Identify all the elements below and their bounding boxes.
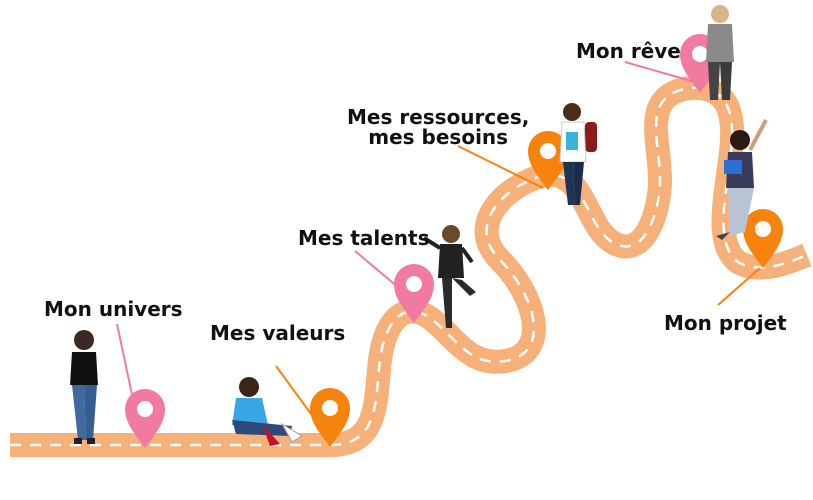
milestone-label-mes-valeurs: Mes valeurs [210,321,346,345]
leader-line-projet [717,267,761,306]
person-figure-icon [422,225,476,328]
person-figure-icon [232,377,303,446]
milestone-label-mon-reve: Mon rêve [576,39,681,63]
milestone-label-mon-univers: Mon univers [44,297,183,321]
milestone-label-line: Mes ressources, [347,105,530,129]
person-figure-icon [70,330,98,444]
milestone-label-mon-projet: Mon projet [664,311,787,335]
leader-line-ressources [457,145,544,189]
leader-line-univers [116,323,135,405]
person-figure-icon [716,119,768,240]
leader-line-reve [624,61,696,83]
milestone-label-line: mes besoins [368,125,509,149]
milestone-label-mes-ressources: Mes ressources, mes besoins [347,107,529,147]
person-figure-icon [559,103,597,205]
milestone-label-mes-talents: Mes talents [298,226,430,250]
person-figure-icon [706,5,734,100]
